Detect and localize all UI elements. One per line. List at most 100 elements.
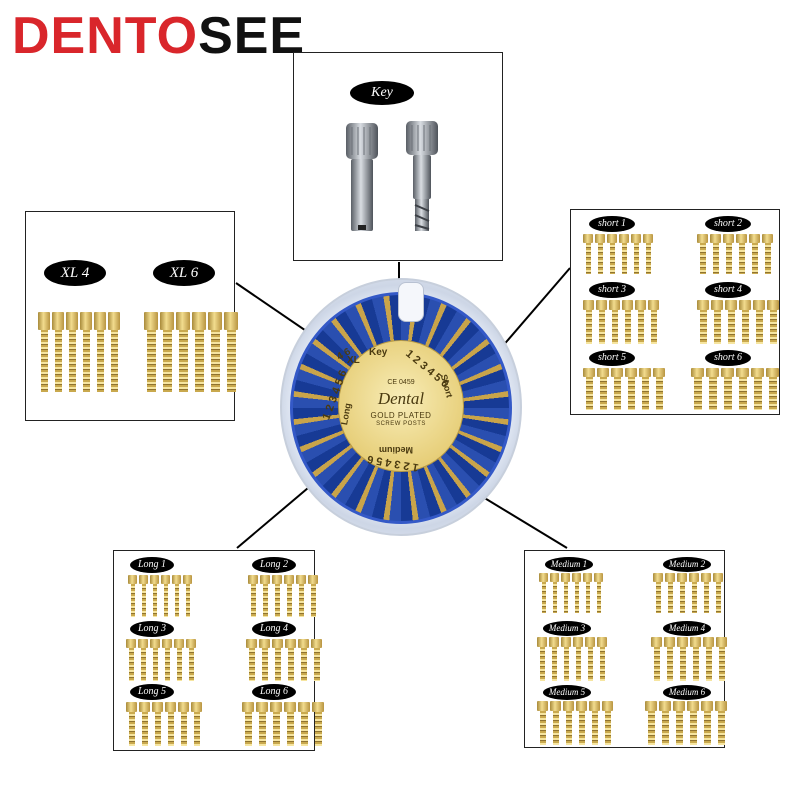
screw-post [721,368,734,410]
screw-post-head [611,368,623,377]
screw-post [635,300,646,344]
screw-post-head [192,312,206,330]
medium-3-posts [537,637,607,681]
screw-post-shaft [645,243,651,274]
screw-post [224,312,238,392]
long-2-posts [248,575,318,617]
disc-cap [398,282,424,322]
screw-post-head [549,637,559,647]
screw-post [703,637,714,681]
screw-post-shaft [286,712,294,746]
screw-post [126,639,136,681]
screw-post-shaft [274,648,281,681]
screw-post-shaft [715,582,721,613]
screw-post [248,575,258,617]
screw-post [736,234,747,274]
screw-post-head [572,573,581,582]
medium-6-posts [645,701,727,745]
screw-post-shaft [585,310,592,344]
long-tag-1: Long 1 [130,557,174,573]
screw-post-shaft [597,243,603,274]
screw-post [563,701,574,745]
screw-post-shaft [725,243,732,274]
disc-brand: Dental [377,389,425,408]
screw-post-head [165,702,176,712]
screw-post [176,312,190,392]
screw-post-shaft [717,711,725,745]
long-6-posts [242,702,324,746]
screw-post-head [673,701,685,711]
screw-post-shaft [613,377,621,410]
screw-post-head [711,300,723,310]
medium-tag-4: Medium 4 [663,621,711,636]
screw-post-shaft [563,647,569,681]
long-4-posts [246,639,322,681]
screw-post [597,637,607,681]
screw-post [312,702,324,746]
screw-post-head [298,702,310,712]
screw-post-head [260,575,270,584]
screw-post-shaft [154,712,161,746]
long-tag-2: Long 2 [252,557,296,573]
screw-post-shaft [611,310,618,344]
screw-post-disc: CE 0459 Dental GOLD PLATED SCREW POSTS K… [280,278,522,536]
screw-post [711,300,723,344]
screw-post [645,701,657,745]
screw-post-shaft [587,647,593,681]
screw-post-head [537,701,548,711]
screw-post-shaft [650,310,657,344]
screw-post-head [725,300,737,310]
screw-post [139,702,150,746]
screw-post [677,637,688,681]
medium-tag-6: Medium 6 [663,685,711,700]
screw-post-head [296,575,306,584]
short-4-posts [697,300,779,344]
screw-post-shaft [244,712,252,746]
screw-post-shaft [598,310,605,344]
screw-post-head [172,575,181,584]
screw-post [602,701,613,745]
screw-post [677,573,687,613]
screw-post-head [272,639,283,648]
screw-post-shaft [655,377,663,410]
screw-post-head [631,234,641,243]
screw-post-head [589,701,600,711]
screw-post [550,573,559,613]
screw-post-shaft [552,582,557,613]
screw-post [583,573,592,613]
screw-post-shaft [693,377,702,410]
screw-post-shaft [769,310,777,344]
screw-post [308,575,318,617]
screw-post-head [736,234,747,243]
screw-post-head [162,639,172,648]
screw-post-shaft [298,584,304,617]
screw-post-head [697,234,708,243]
screw-post-shaft [738,377,747,410]
short-2-posts [697,234,773,274]
screw-post-head [270,702,282,712]
screw-post-shaft [193,712,200,746]
screw-post-shaft [539,711,546,745]
screw-post-shaft [140,648,146,681]
screw-post [653,573,663,613]
screw-post-head [108,312,120,330]
screw-post-head [687,701,699,711]
screw-post-shaft [141,712,148,746]
disc-center-label: CE 0459 Dental GOLD PLATED SCREW POSTS K… [320,340,464,473]
disc-ring-medium: Medium [379,445,414,455]
screw-post-head [183,575,192,584]
screw-post-shaft [578,711,585,745]
screw-post-head [583,234,593,243]
long-tag-3: Long 3 [130,621,174,637]
screw-post-shaft [692,647,699,681]
screw-post-shaft [194,330,204,392]
screw-post [597,368,609,410]
screw-post-head [701,573,711,582]
short-panel: short 1 short 2 short 3 short 4 short 5 … [570,209,780,415]
xl-4-posts [38,312,120,392]
screw-post-shaft [258,712,266,746]
screw-post-shaft [164,648,170,681]
screw-post [594,573,603,613]
screw-post [697,300,709,344]
screw-post-shaft [152,584,157,617]
